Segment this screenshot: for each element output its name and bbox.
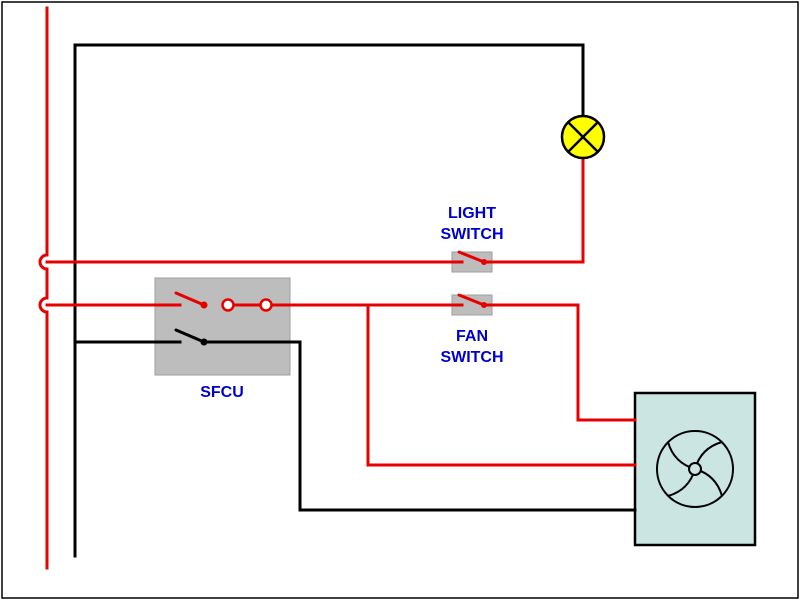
black-wire-sfcu-to-fan (202, 340, 637, 512)
sfcu-live-switch-blade-icon (174, 291, 206, 307)
red-supply-wire-with-crossover-hops (38, 6, 49, 570)
sfcu-fuse-terminal-left (221, 298, 235, 312)
sfcu-neutral-switch-terminal (200, 338, 208, 346)
fan-switch-terminal (481, 302, 487, 308)
light-switch-label-line2: SWITCH (440, 226, 503, 243)
lamp-cross-line (567, 121, 599, 153)
red-wire-fan-switch-to-fan (482, 303, 637, 422)
sfcu-live-switch-terminal (200, 301, 208, 309)
fan-switch-label-line2: SWITCH (440, 349, 503, 366)
fan-switch-blade-icon (457, 293, 486, 307)
black-supply-and-lamp-feed-wire (73, 43, 585, 558)
fan-switch-label-line1: FAN (456, 328, 488, 345)
light-switch-blade-icon (457, 250, 486, 264)
fan-icon (656, 430, 734, 508)
fan-hub (688, 462, 702, 476)
light-switch-label-line1: LIGHT (448, 205, 496, 222)
red-wire-light-switch-to-lamp (482, 156, 585, 264)
sfcu-neutral-switch-blade-icon (174, 328, 206, 344)
sfcu-label: SFCU (200, 384, 244, 401)
red-wire-branch-to-fan (366, 303, 637, 467)
sfcu-fuse-terminal-right (259, 298, 273, 312)
light-switch-terminal (481, 259, 487, 265)
